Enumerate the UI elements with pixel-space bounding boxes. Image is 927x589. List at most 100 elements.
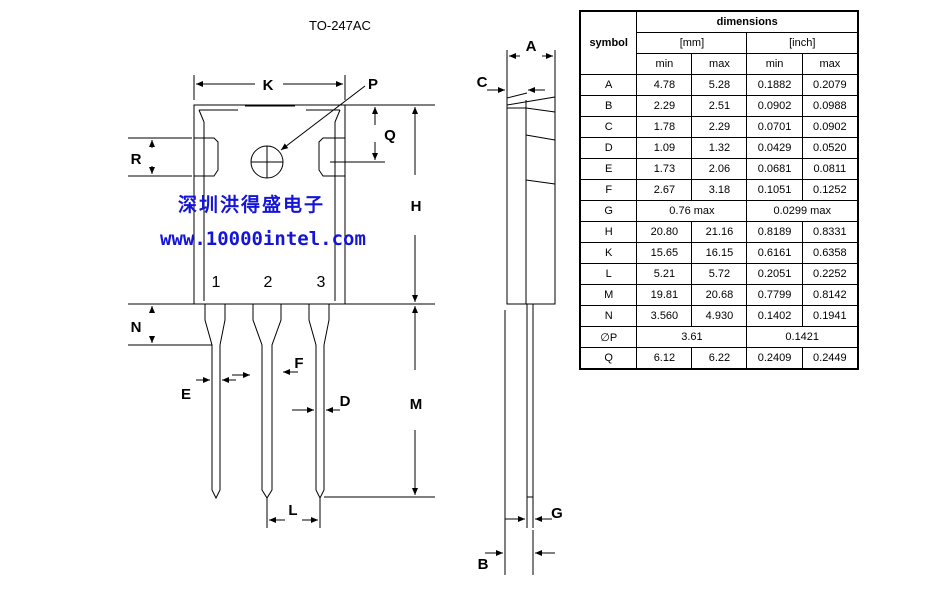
inch-max: 0.2449 [801, 347, 859, 370]
inch-max: 0.2079 [801, 74, 859, 96]
mm-min: 2.67 [636, 179, 693, 201]
label-f: F [294, 355, 303, 372]
inch-max: 0.0811 [801, 158, 859, 180]
inch-min: 0.2409 [746, 347, 803, 370]
row-symbol: B [579, 95, 638, 117]
dim-k-ext [193, 75, 346, 100]
inch-min: 0.0429 [746, 137, 803, 159]
left-notch [194, 137, 219, 177]
row-symbol: F [579, 179, 638, 201]
label-r: R [131, 151, 142, 168]
label-k: K [263, 77, 274, 94]
mm-min: 19.81 [636, 284, 693, 306]
mm-max: 2.06 [691, 158, 748, 180]
row-symbol: Q [579, 347, 638, 370]
mm-min-header: min [636, 53, 693, 75]
inch-max-header: max [801, 53, 859, 75]
mm-max: 21.16 [691, 221, 748, 243]
right-notch [318, 137, 345, 177]
row-symbol: L [579, 263, 638, 285]
pin-1-label: 1 [212, 274, 221, 291]
pin-3-label: 3 [317, 274, 326, 291]
mm-max: 6.22 [691, 347, 748, 370]
row-symbol: C [579, 116, 638, 138]
dim-l-ext [266, 498, 321, 528]
dim-p-leader [280, 85, 366, 151]
label-c: C [477, 74, 488, 91]
inch-min: 0.7799 [746, 284, 803, 306]
row-symbol: M [579, 284, 638, 306]
inch-max: 0.8142 [801, 284, 859, 306]
dimensions-header: dimensions [636, 10, 859, 33]
inch-max: 0.2252 [801, 263, 859, 285]
mounting-hole-cross [251, 146, 283, 178]
mm-max: 1.32 [691, 137, 748, 159]
mm-max: 3.18 [691, 179, 748, 201]
side-body-outline [506, 96, 556, 305]
inch-min: 0.1402 [746, 305, 803, 327]
body-inner-bevel [198, 109, 341, 301]
front-view [128, 75, 435, 528]
label-q: Q [384, 127, 396, 144]
inch-min-header: min [746, 53, 803, 75]
inch-max: 0.1252 [801, 179, 859, 201]
mm-min: 1.73 [636, 158, 693, 180]
inch-min: 0.0681 [746, 158, 803, 180]
inch-header: [inch] [746, 32, 859, 54]
inch-max: 0.0902 [801, 116, 859, 138]
lead-2 [252, 304, 282, 499]
mm-min: 5.21 [636, 263, 693, 285]
mm-value: 0.76 max [636, 200, 748, 222]
mm-max: 2.29 [691, 116, 748, 138]
dim-b-ext [504, 310, 534, 575]
lead-3 [308, 304, 330, 500]
mm-min: 20.80 [636, 221, 693, 243]
row-symbol: N [579, 305, 638, 327]
inch-max: 0.6358 [801, 242, 859, 264]
label-a: A [526, 38, 537, 55]
inch-min: 0.2051 [746, 263, 803, 285]
inch-max: 0.1941 [801, 305, 859, 327]
watermark-company: 深圳洪得盛电子 [178, 193, 325, 216]
dim-q-ext [330, 104, 435, 163]
mm-min: 3.560 [636, 305, 693, 327]
inch-min: 0.6161 [746, 242, 803, 264]
mm-min: 15.65 [636, 242, 693, 264]
mm-max: 4.930 [691, 305, 748, 327]
watermark-url: www.10000intel.com [160, 228, 366, 250]
pin-2-label: 2 [264, 274, 273, 291]
row-symbol: H [579, 221, 638, 243]
row-symbol: E [579, 158, 638, 180]
dim-g-ext [526, 497, 534, 528]
inch-value: 0.0299 max [746, 200, 859, 222]
side-body-steps [507, 107, 556, 185]
row-symbol: A [579, 74, 638, 96]
label-n: N [131, 319, 142, 336]
inch-min: 0.0701 [746, 116, 803, 138]
label-b: B [478, 556, 489, 573]
label-h: H [411, 198, 422, 215]
inch-min: 0.0902 [746, 95, 803, 117]
side-view [485, 50, 556, 575]
row-symbol: K [579, 242, 638, 264]
mm-min: 6.12 [636, 347, 693, 370]
mm-max-header: max [691, 53, 748, 75]
mm-min: 4.78 [636, 74, 693, 96]
row-symbol: D [579, 137, 638, 159]
tab-top-edge [199, 105, 340, 111]
mm-max: 5.72 [691, 263, 748, 285]
dimensions-table: symbol dimensions [mm] [inch] min max mi… [579, 10, 859, 370]
mm-header: [mm] [636, 32, 748, 54]
label-g: G [551, 505, 563, 522]
